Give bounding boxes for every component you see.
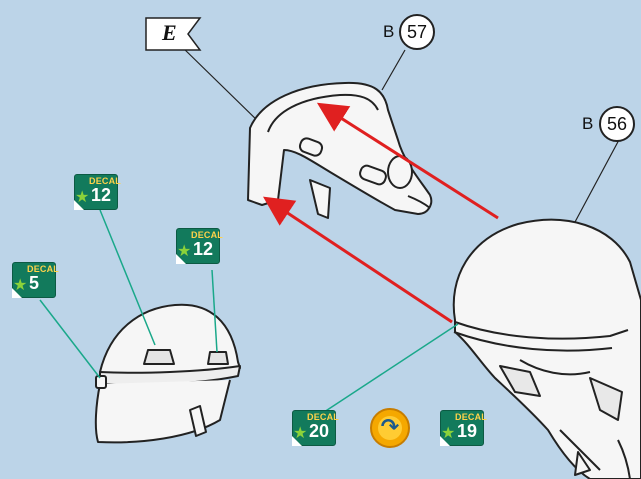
- decal-label: DECAL 19 ★: [440, 410, 484, 446]
- peel-corner-icon: [292, 436, 302, 446]
- decal-label: DECAL 20 ★: [292, 410, 336, 446]
- part-57-callout: 57: [399, 14, 435, 50]
- rotate-arrow-icon: ↷: [370, 408, 410, 448]
- peel-corner-icon: [12, 288, 22, 298]
- rotate-glyph: ↷: [372, 416, 408, 440]
- part-56-callout: 56: [599, 106, 635, 142]
- part-56-bin: B: [582, 114, 593, 134]
- flag-letter: E: [162, 20, 177, 46]
- decal-label: DECAL 5 ★: [12, 262, 56, 298]
- decal-label: DECAL 12 ★: [74, 174, 118, 210]
- small-helmet: [96, 305, 240, 443]
- visor-piece: [248, 83, 431, 218]
- decal-number: 19: [457, 421, 477, 441]
- decal-number: 12: [91, 185, 111, 205]
- peel-corner-icon: [74, 200, 84, 210]
- decal-number: 12: [193, 239, 213, 259]
- part-57-bin: B: [383, 22, 394, 42]
- decal-number: 5: [29, 273, 39, 293]
- peel-corner-icon: [176, 254, 186, 264]
- decal-label: DECAL 12 ★: [176, 228, 220, 264]
- peel-corner-icon: [440, 436, 450, 446]
- decal-number: 20: [309, 421, 329, 441]
